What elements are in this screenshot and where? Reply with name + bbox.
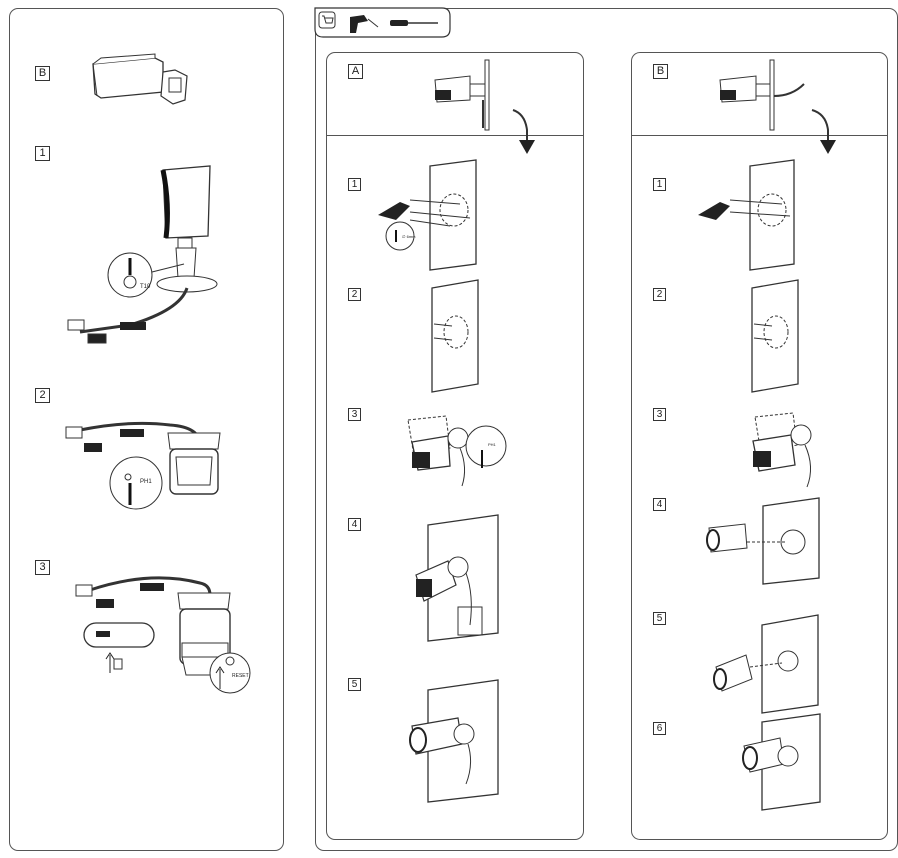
b-step4-illustration xyxy=(706,497,820,585)
callout-t10: T10 xyxy=(140,284,151,290)
step-label: 2 xyxy=(35,388,50,403)
column-a xyxy=(326,52,584,840)
camera-illustration xyxy=(92,53,188,105)
column-b xyxy=(631,52,888,840)
step-label: 2 xyxy=(348,288,361,301)
step-label: 4 xyxy=(653,498,666,511)
step3-camera-illustration: RESET xyxy=(75,576,251,694)
callout-reset: RESET xyxy=(232,673,249,679)
step1-camera-illustration: T10 xyxy=(67,165,218,344)
accessory-tab xyxy=(314,7,451,38)
variant-label-a: A xyxy=(348,64,363,79)
b-step6-illustration xyxy=(742,713,821,811)
cart-icon xyxy=(318,11,336,29)
left-panel xyxy=(9,8,284,851)
a-step5-illustration xyxy=(409,679,499,803)
step2-camera-illustration: PH1 xyxy=(65,421,221,510)
callout-ph1: PH1 xyxy=(140,479,152,485)
step-label: 1 xyxy=(35,146,50,161)
step-label: 1 xyxy=(348,178,361,191)
a-step1-illustration: ∅ 6mm xyxy=(378,159,477,271)
a-step4-illustration xyxy=(415,514,499,642)
screwdriver-icon xyxy=(390,20,438,26)
a-step2-illustration xyxy=(431,279,479,393)
a-step3-illustration: PH1 xyxy=(407,415,507,487)
variant-label-b-column: B xyxy=(653,64,668,79)
drill-icon xyxy=(350,15,379,33)
callout-ph1-a: PH1 xyxy=(488,442,497,447)
column-b-divider xyxy=(631,135,888,136)
step-label: 3 xyxy=(348,408,361,421)
step-label: 2 xyxy=(653,288,666,301)
column-b-header-illustration xyxy=(719,59,836,154)
column-a-divider xyxy=(326,135,584,136)
column-a-header-illustration xyxy=(434,59,535,154)
b-step3-illustration xyxy=(752,412,812,488)
step-label: 1 xyxy=(653,178,666,191)
variant-label-b: B xyxy=(35,66,50,81)
step-label: 3 xyxy=(653,408,666,421)
step-label: 5 xyxy=(348,678,361,691)
step-label: 3 xyxy=(35,560,50,575)
step-label: 4 xyxy=(348,518,361,531)
b-step1-illustration xyxy=(698,159,795,271)
step-label: 6 xyxy=(653,722,666,735)
b-step2-illustration xyxy=(751,279,799,393)
b-step5-illustration xyxy=(713,614,819,714)
callout-drill-size: ∅ 6mm xyxy=(402,234,416,239)
step-label: 5 xyxy=(653,612,666,625)
